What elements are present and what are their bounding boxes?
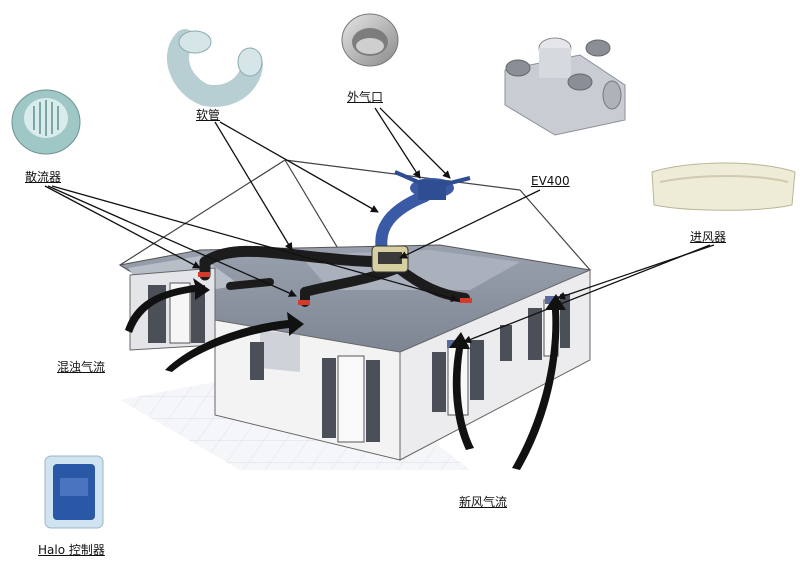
roof-terminal-drawing (394, 170, 471, 200)
hose-label: 软管 (196, 108, 221, 122)
inlet-label: 进风器 (690, 230, 727, 244)
outside-air-product-image (341, 13, 399, 67)
inlet-product-image (651, 162, 796, 211)
ev400-unit-drawing (371, 245, 409, 273)
diffuser-label: 散流器 (25, 170, 62, 184)
ev400-product-image (504, 37, 626, 136)
halo-controller-label: Halo 控制器 (38, 543, 105, 557)
ceiling-vents (198, 272, 472, 305)
halo-controller-image (44, 455, 104, 529)
ev400-label: EV400 (531, 174, 570, 188)
leader-lines (44, 107, 715, 344)
fresh-flow-label: 新风气流 (459, 495, 508, 509)
exhaust-flow-arrows (125, 278, 304, 372)
outside-air-label: 外气口 (347, 90, 384, 104)
house-walls (129, 267, 591, 461)
hose-product-image (167, 29, 263, 107)
diffuser-product-image (11, 89, 81, 155)
exhaust-flow-label: 混浊气流 (57, 360, 106, 374)
fresh-flow-arrows (449, 294, 566, 470)
